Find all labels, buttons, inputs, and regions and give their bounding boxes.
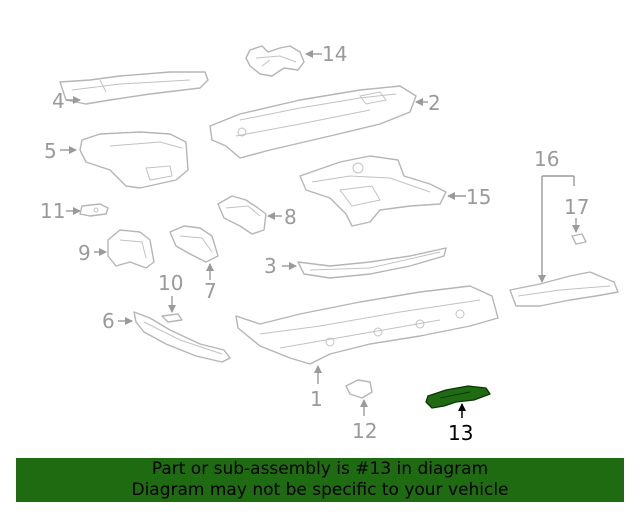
callout-15: 15 — [466, 185, 491, 209]
part-17-bracket — [571, 233, 587, 245]
callout-3: 3 — [264, 254, 277, 278]
part-5-wheelhouse — [79, 131, 189, 189]
part-13-highlighted — [425, 385, 491, 409]
callout-13: 13 — [448, 421, 473, 445]
part-7-bracket — [169, 225, 219, 263]
notice-line-1: Part or sub-assembly is #13 in diagram — [151, 459, 489, 479]
part-16-side-member — [509, 271, 619, 307]
callout-9: 9 — [78, 241, 91, 265]
part-12-bracket — [345, 379, 373, 399]
part-15-crossmember — [299, 155, 447, 227]
callout-10: 10 — [158, 271, 183, 295]
notice-banner: Part or sub-assembly is #13 in diagram D… — [16, 458, 624, 502]
callout-11: 11 — [40, 199, 65, 223]
callout-4: 4 — [52, 89, 65, 113]
notice-line-2: Diagram may not be specific to your vehi… — [131, 480, 509, 500]
part-9-bracket — [107, 229, 155, 269]
callout-17: 17 — [564, 195, 589, 219]
callout-5: 5 — [44, 139, 57, 163]
callout-14: 14 — [322, 42, 347, 66]
callout-16: 16 — [534, 147, 559, 171]
part-2-rear-floor — [209, 85, 417, 159]
callout-12: 12 — [352, 419, 377, 443]
part-3-side-rail — [297, 247, 447, 279]
callout-8: 8 — [284, 205, 297, 229]
part-11-clip — [79, 203, 109, 217]
part-6-rocker-rail — [133, 311, 231, 363]
part-14-bracket — [245, 45, 305, 77]
callout-7: 7 — [204, 279, 217, 303]
part-10-clip — [161, 313, 183, 323]
callout-2: 2 — [428, 91, 441, 115]
part-1-floor-pan — [235, 285, 499, 365]
part-8-bracket — [217, 195, 267, 235]
callout-6: 6 — [102, 309, 115, 333]
callout-1: 1 — [310, 387, 323, 411]
part-4-cross-member — [59, 71, 209, 105]
